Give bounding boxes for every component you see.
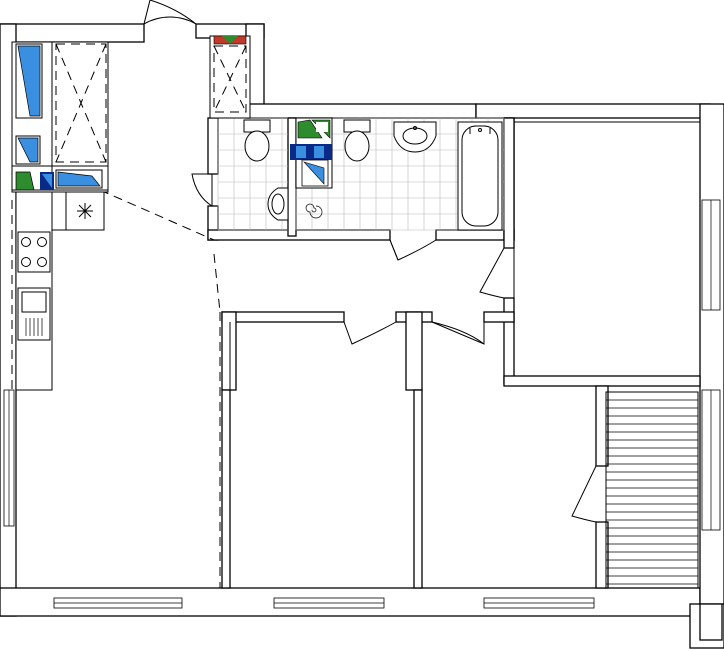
doors	[143, 0, 597, 523]
exterior-walls	[0, 23, 724, 649]
partitions-dashed	[11, 189, 221, 588]
bathtub-icon	[457, 121, 503, 231]
windows-bottom	[53, 597, 595, 609]
toilet-icon	[343, 119, 371, 162]
stove-icon	[17, 231, 51, 273]
bathroom-utility	[290, 117, 333, 189]
toilet-icon	[243, 119, 271, 162]
interior-walls	[207, 117, 701, 589]
balcony-floor	[606, 399, 698, 585]
room-outlines	[229, 121, 701, 588]
utility-panels	[15, 43, 103, 191]
drain-icon	[305, 203, 323, 219]
window-left	[3, 389, 15, 527]
sink-icon	[393, 121, 437, 153]
fan-icon	[77, 203, 93, 219]
windows-right	[701, 199, 721, 531]
service-shaft	[209, 35, 251, 119]
kitchen-sink-icon	[17, 287, 51, 341]
sink-icon	[267, 187, 289, 221]
